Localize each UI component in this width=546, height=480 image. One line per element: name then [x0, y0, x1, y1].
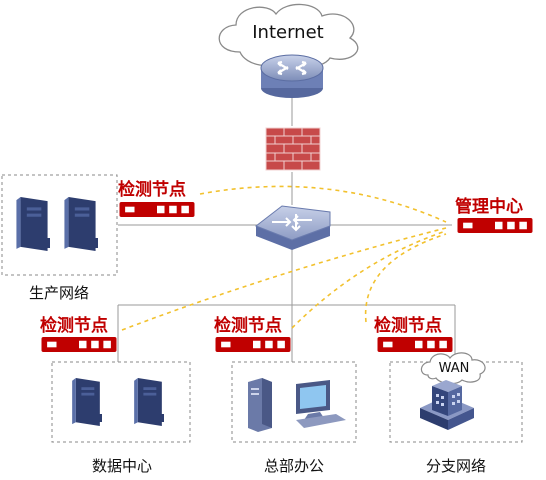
management-center-label: 管理中心 — [455, 196, 523, 217]
cloud-icon — [420, 352, 486, 385]
detection-node-label: 检测节点 — [118, 179, 186, 200]
detection-node-label: 检测节点 — [214, 315, 282, 336]
detection-node-label: 检测节点 — [374, 315, 442, 336]
firewall — [265, 127, 321, 171]
wan-label: WAN — [439, 361, 470, 376]
zone-border — [231, 361, 357, 443]
router — [260, 54, 324, 98]
flow-from-production — [199, 185, 447, 223]
pc-tower-icon — [248, 378, 272, 432]
probe-device-icon — [377, 337, 453, 352]
detection-node-production: 检测节点 — [118, 179, 195, 217]
flow-from-datacenter — [121, 227, 447, 331]
zone-border — [1, 174, 118, 276]
zone-border — [51, 361, 191, 443]
zone-branch: WAN 分支网络 — [389, 352, 523, 475]
internet-label: Internet — [252, 22, 323, 43]
core-switch — [254, 205, 331, 250]
detection-node-datacenter: 检测节点 — [40, 315, 117, 352]
network-links — [117, 95, 456, 362]
zone-label-production: 生产网络 — [29, 284, 89, 302]
zone-label-branch: 分支网络 — [426, 457, 486, 475]
switch-icon — [254, 205, 331, 241]
probe-device-icon — [215, 337, 291, 352]
probe-device-icon — [41, 337, 117, 352]
zone-label-headquarters: 总部办公 — [264, 457, 324, 475]
internet-cloud: Internet — [218, 3, 359, 68]
management-device-icon — [457, 218, 533, 233]
router-icon — [260, 54, 324, 82]
flow-from-headquarters — [291, 230, 447, 329]
detection-node-label: 检测节点 — [40, 315, 108, 336]
data-flow-arrows — [121, 185, 447, 331]
detection-node-headquarters: 检测节点 — [214, 315, 291, 352]
zone-label-datacenter: 数据中心 — [92, 457, 152, 475]
zone-headquarters: 总部办公 — [231, 361, 357, 475]
monitor-icon — [296, 380, 346, 428]
zone-production: 生产网络 — [1, 174, 118, 302]
wan-cloud: WAN — [420, 352, 486, 385]
probe-device-icon — [119, 202, 195, 217]
flow-from-branch — [364, 233, 447, 323]
management-center: 管理中心 — [455, 196, 533, 233]
zone-datacenter: 数据中心 — [51, 361, 191, 475]
building-icon — [420, 380, 474, 430]
detection-node-branch: 检测节点 — [374, 315, 453, 352]
